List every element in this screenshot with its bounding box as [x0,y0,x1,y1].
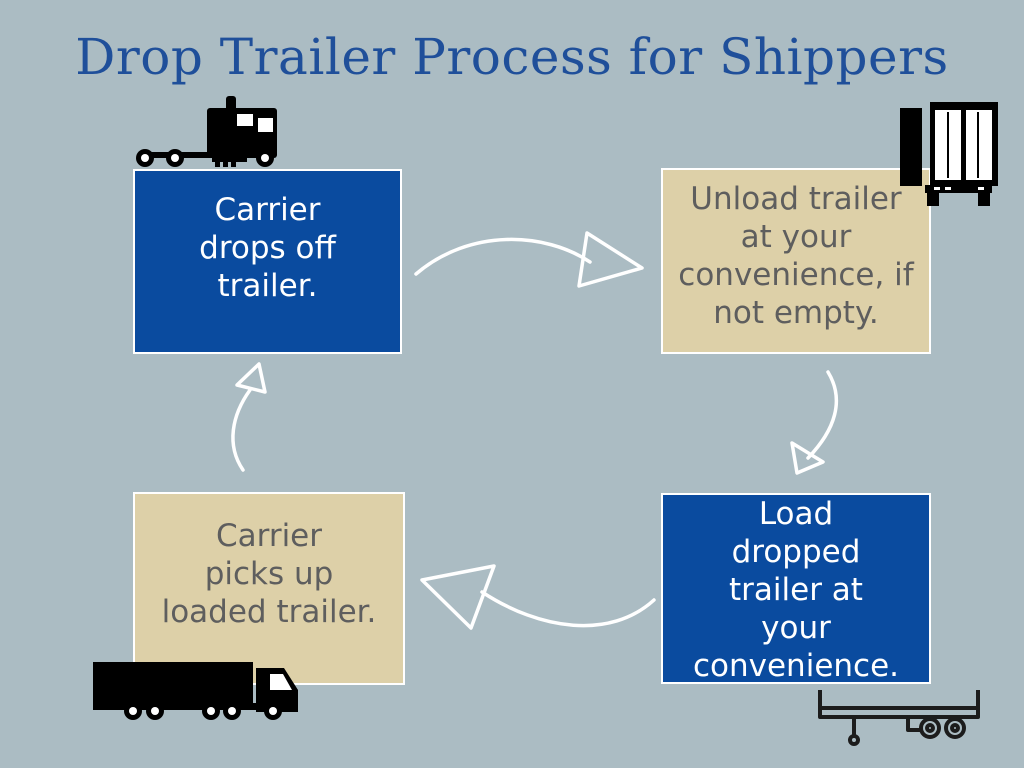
step-1-line: drops off [199,229,336,266]
step-4-line: Carrier [215,517,323,554]
step-3-line: dropped [731,534,861,570]
step-1-line: trailer. [217,267,318,304]
step-3-line: trailer at [729,572,863,608]
step-2-line: not empty. [713,295,879,331]
step-2-line: convenience, if [678,257,914,293]
step-unload-trailer: Unload trailer at your convenience, if n… [661,168,931,354]
step-2-line: at your [740,219,852,255]
step-load-trailer: Load dropped trailer at your convenience… [661,493,931,684]
page-title: Drop Trailer Process for Shippers [75,28,949,86]
step-carrier-drops-off: Carrier drops off trailer. [133,169,402,354]
step-carrier-picks-up: Carrier picks up loaded trailer. [133,492,405,685]
step-4-line: loaded trailer. [161,593,377,630]
step-3-line: your [761,610,831,646]
step-3-line: Load [758,496,834,532]
arrow-left-icon [420,564,656,630]
step-4-line: picks up [204,555,334,592]
step-1-line: Carrier [214,191,321,228]
step-3-line: convenience. [692,648,900,684]
step-2-line: Unload trailer [690,181,902,217]
arrow-right-icon [414,231,644,288]
arrow-down-icon [790,370,839,475]
arrow-up-icon [231,362,267,472]
